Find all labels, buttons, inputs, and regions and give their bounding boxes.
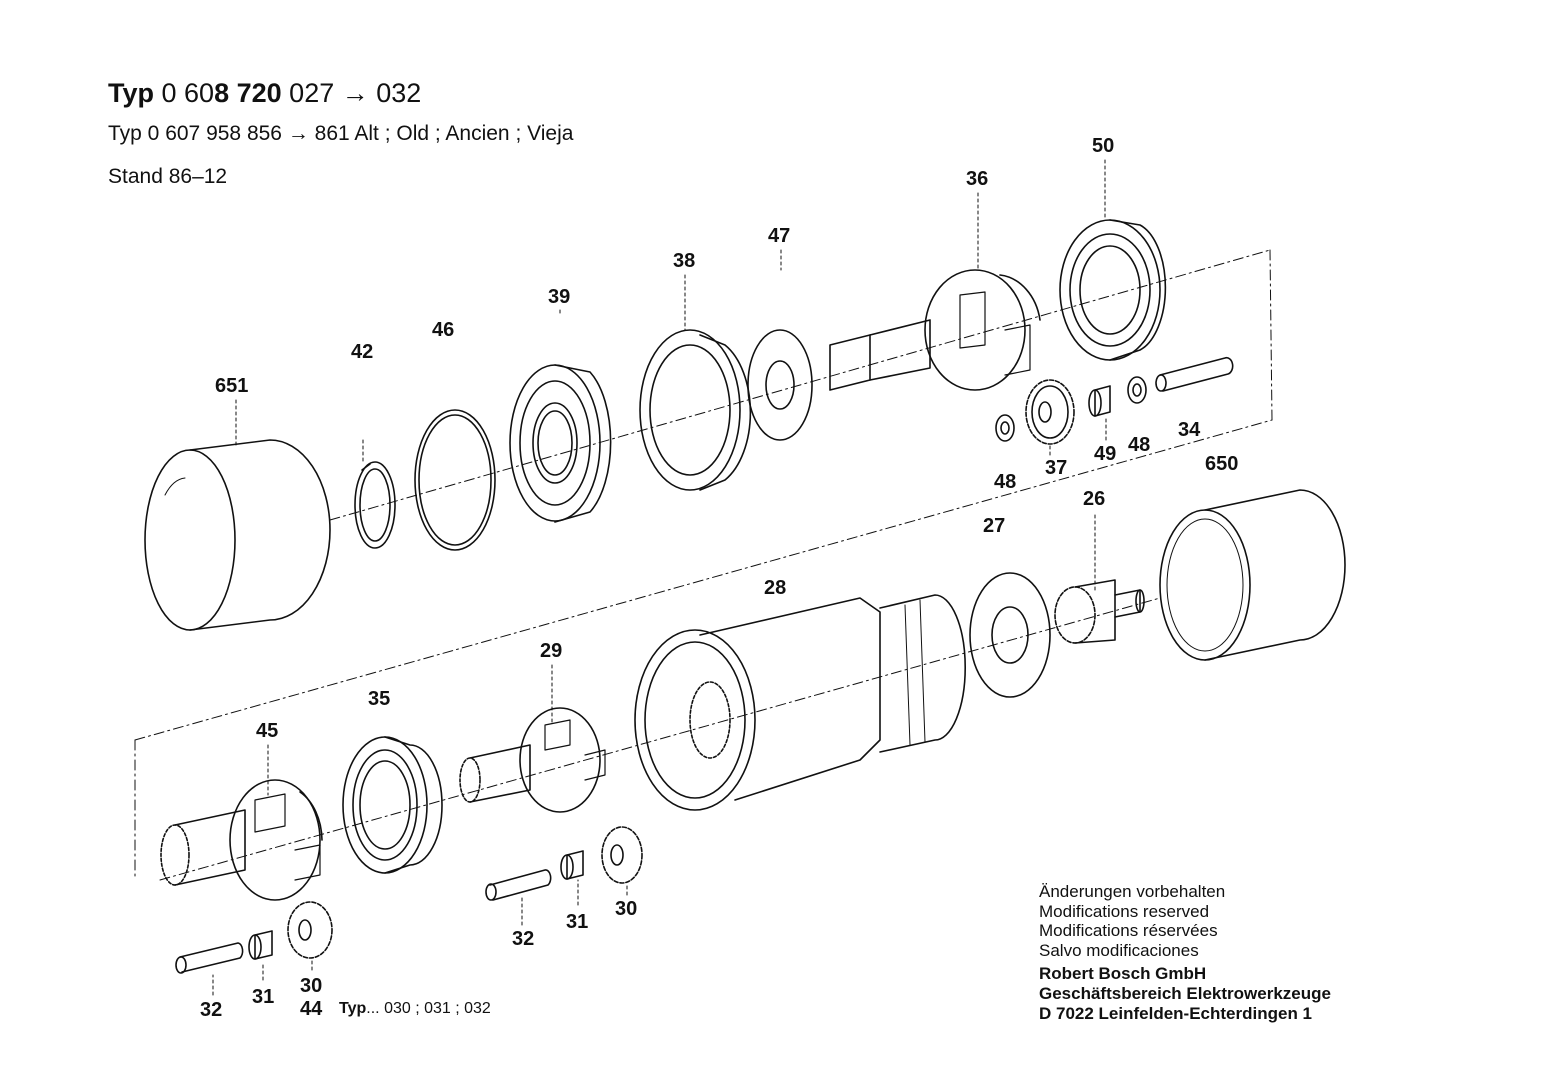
label-part-36: 36 [966, 168, 988, 190]
part-45-carrier [160, 779, 323, 901]
part-31-needle-a [248, 930, 273, 960]
title-num4: 032 [376, 78, 422, 108]
typ-note-prefix: Typ [339, 1000, 366, 1017]
part-37-gear [1025, 379, 1075, 445]
part-48-washer-a [995, 414, 1015, 442]
label-part-32-a: 32 [200, 999, 222, 1021]
title-num2: 8 720 [214, 78, 282, 108]
old-type-line: Typ 0 607 958 856 → 861 Alt ; Old ; Anci… [108, 122, 574, 145]
part-30-gear-a [287, 901, 333, 959]
page-title: Typ 0 608 720 027 → 032 [108, 78, 421, 109]
label-part-28: 28 [764, 577, 786, 599]
part-39-bearing [509, 364, 612, 523]
part-651-cap [144, 439, 331, 631]
leader-lines [212, 159, 1107, 996]
label-part-651: 651 [215, 375, 248, 397]
part-42-circlip [354, 461, 396, 549]
stand-line: Stand 86–12 [108, 165, 228, 188]
part-38-ring [639, 329, 752, 491]
part-32-pin-b [485, 869, 552, 901]
typ-variant-note: Typ... 030 ; 031 ; 032 [339, 1000, 491, 1017]
part-36-shaft [829, 269, 1041, 391]
label-part-47: 47 [768, 225, 790, 247]
company-name: Robert Bosch GmbH [1039, 964, 1207, 984]
label-part-650: 650 [1205, 453, 1238, 475]
label-part-27: 27 [983, 515, 1005, 537]
title-num3: 027 [289, 78, 335, 108]
label-part-31-a: 31 [252, 986, 274, 1008]
note-french: Modifications réservées [1039, 921, 1218, 941]
label-part-31-b: 31 [566, 911, 588, 933]
part-27-washer [969, 572, 1051, 698]
part-46-oring [414, 409, 496, 551]
label-part-42: 42 [351, 341, 373, 363]
note-spanish: Salvo modificaciones [1039, 940, 1199, 960]
arrow-icon: → [341, 78, 369, 108]
label-part-30-b: 30 [615, 898, 637, 920]
note-english: Modifications reserved [1039, 901, 1210, 921]
label-part-48-a: 48 [994, 471, 1016, 493]
label-part-37: 37 [1045, 457, 1067, 479]
part-50-bearing [1059, 219, 1167, 361]
company-address: D 7022 Leinfelden-Echterdingen 1 [1039, 1003, 1313, 1023]
part-26-pinion [1054, 579, 1145, 644]
part-35-bearing [342, 736, 443, 874]
part-34-pin [1155, 356, 1234, 392]
label-part-49: 49 [1094, 443, 1116, 465]
note-german: Änderungen vorbehalten [1039, 882, 1226, 901]
part-30-gear-b [601, 826, 643, 884]
title-num1: 0 60 [161, 78, 215, 108]
part-47-washer [747, 329, 813, 441]
part-32-pin-a [175, 942, 244, 974]
label-part-46: 46 [432, 319, 454, 341]
label-part-32-b: 32 [512, 928, 534, 950]
label-part-39: 39 [548, 286, 570, 308]
footer-notes: Änderungen vorbehalten Modifications res… [1039, 882, 1331, 1023]
typ-note-dots: ... [366, 1000, 379, 1017]
part-31-needle-b [560, 850, 584, 880]
part-650-sleeve [1159, 489, 1346, 661]
label-part-30-a: 30 [300, 975, 322, 997]
label-part-50: 50 [1092, 135, 1114, 157]
label-part-34: 34 [1178, 419, 1201, 441]
title-typ: Typ [108, 78, 154, 108]
typ-note-values: 030 ; 031 ; 032 [384, 1000, 491, 1017]
label-part-45: 45 [256, 720, 278, 742]
label-part-35: 35 [368, 688, 390, 710]
company-division: Geschäftsbereich Elektrowerkzeuge [1039, 983, 1331, 1003]
label-part-26: 26 [1083, 488, 1105, 510]
part-29-carrier [459, 707, 606, 813]
label-part-48-b: 48 [1128, 434, 1150, 456]
label-part-29: 29 [540, 640, 562, 662]
part-49-needle-bearing [1088, 385, 1111, 417]
part-28-housing [634, 594, 966, 811]
label-part-44: 44 [300, 998, 323, 1020]
part-48-washer-b [1127, 376, 1147, 404]
label-part-38: 38 [673, 250, 695, 272]
